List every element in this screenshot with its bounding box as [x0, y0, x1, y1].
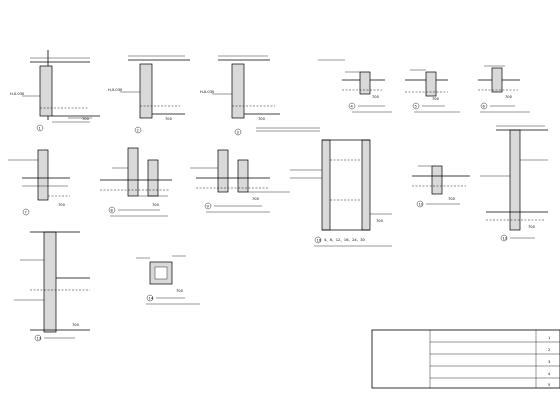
detail-10: 700 10 4、6、12、16、24、30 [290, 139, 392, 247]
detail-1-dim: 700 [82, 117, 90, 121]
detail-1-mark: 1 [39, 127, 41, 131]
detail-3-dim: 700 [258, 117, 266, 121]
detail-2-elevation: H-0.030 [108, 88, 123, 92]
detail-13-dim: 700 [72, 323, 80, 327]
detail-6: 700 6 [478, 65, 530, 113]
title-mark-5: 5 [548, 383, 550, 387]
detail-13-mark: 13 [37, 337, 42, 341]
title-mark-4: 4 [548, 372, 551, 376]
detail-11-mark: 11 [419, 203, 424, 207]
detail-8-dim: 700 [152, 203, 160, 207]
detail-6-mark: 6 [483, 105, 486, 109]
detail-2-dim: 700 [165, 117, 173, 121]
title-mark-3: 3 [548, 360, 550, 364]
detail-12: 700 12 [480, 125, 548, 242]
detail-11: 700 11 [412, 165, 470, 208]
detail-8-mark: 8 [111, 209, 114, 213]
detail-7: 700 7 [8, 149, 70, 216]
detail-3-mark: 3 [237, 131, 239, 135]
detail-11-dim: 700 [448, 197, 456, 201]
detail-4-dim: 700 [372, 95, 380, 99]
detail-13: 700 13 [14, 231, 90, 342]
detail-8: 700 8 [100, 147, 172, 217]
detail-7-dim: 700 [58, 203, 66, 207]
detail-3-elevation: H-0.030 [200, 90, 215, 94]
detail-12-dim: 700 [528, 225, 536, 229]
detail-9-dim: 700 [252, 197, 260, 201]
detail-5-mark: 5 [415, 105, 417, 109]
detail-10-mark: 10 [317, 239, 322, 243]
detail-2: H-0.030 700 2 [108, 55, 190, 134]
detail-2-mark: 2 [137, 129, 139, 133]
detail-12-mark: 12 [503, 237, 508, 241]
detail-4-mark: 4 [351, 105, 354, 109]
detail-7-mark: 7 [25, 211, 27, 215]
detail-14-dim: 700 [176, 289, 184, 293]
detail-14-mark: 14 [149, 297, 154, 301]
detail-14: 700 14 [136, 255, 200, 305]
title-mark-1: 1 [548, 336, 550, 340]
detail-1-elevation: H-0.030 [10, 92, 25, 96]
detail-6-dim: 700 [505, 95, 513, 99]
detail-5: 700 5 [405, 69, 460, 113]
detail-3: H-0.030 700 3 [200, 55, 320, 136]
detail-10-axes: 4、6、12、16、24、30 [324, 238, 366, 242]
detail-1: H-0.030 700 1 [10, 50, 100, 132]
detail-9-mark: 9 [207, 205, 210, 209]
detail-5-dim: 700 [432, 97, 440, 101]
title-mark-2: 2 [548, 348, 550, 352]
detail-9: 700 9 [190, 149, 290, 213]
title-block: 1 2 3 4 5 [371, 329, 560, 389]
detail-4: 700 4 [318, 59, 392, 113]
detail-10-dim: 700 [376, 219, 384, 223]
